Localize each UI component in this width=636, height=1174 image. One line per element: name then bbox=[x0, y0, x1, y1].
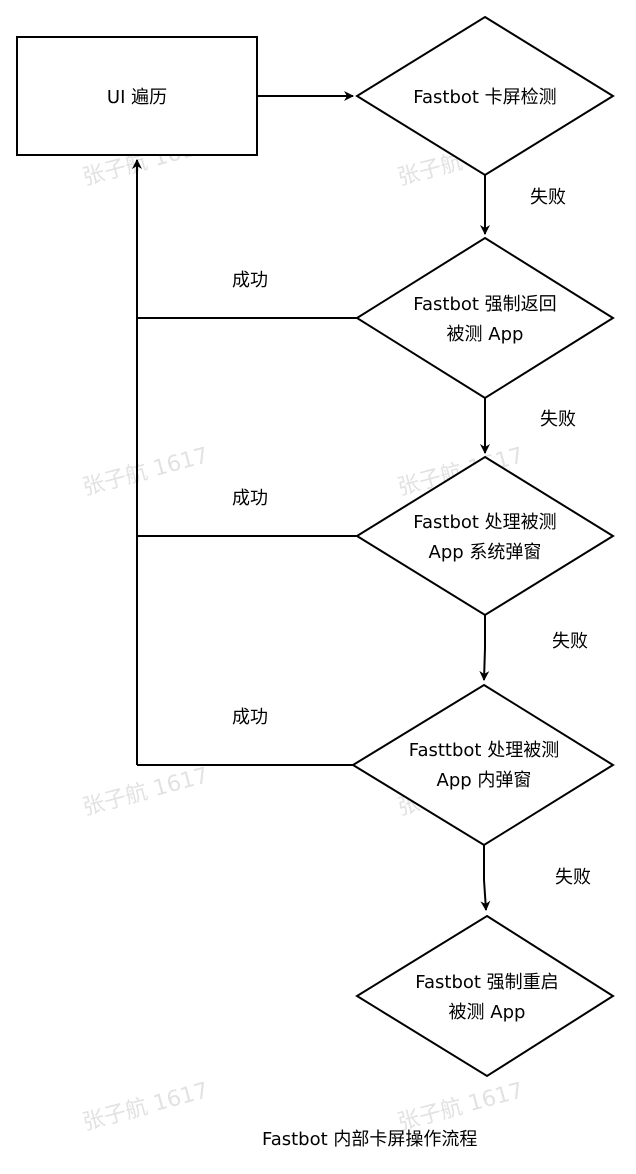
force-back-diamond bbox=[355, 236, 615, 400]
edge-label-fail-2: 失败 bbox=[540, 409, 576, 430]
sys-popup-label-line2: App 系统弹窗 bbox=[429, 542, 542, 563]
restart-label-line1: Fastbot 强制重启 bbox=[415, 972, 558, 993]
edge-label-fail-4: 失败 bbox=[555, 867, 591, 888]
watermark: 张子航 1617 bbox=[395, 1078, 526, 1136]
diagram-caption: Fastbot 内部卡屏操作流程 bbox=[262, 1129, 477, 1150]
force-back-label-line2: 被测 App bbox=[447, 324, 524, 345]
inner-popup-label-line2: App 内弹窗 bbox=[437, 770, 532, 791]
watermark: 张子航 1617 bbox=[80, 763, 211, 821]
edge-label-success-2: 成功 bbox=[232, 488, 268, 509]
stuck-detect-label: Fastbot 卡屏检测 bbox=[413, 87, 556, 108]
edge-label-fail-1: 失败 bbox=[530, 187, 566, 208]
ui-traverse-box bbox=[16, 36, 258, 156]
restart-diamond bbox=[355, 914, 615, 1078]
watermark: 张子航 1617 bbox=[80, 1078, 211, 1136]
inner-popup-label-line1: Fasttbot 处理被测 bbox=[409, 740, 559, 761]
edge-label-fail-3: 失败 bbox=[552, 631, 588, 652]
watermark: 张子航 1617 bbox=[80, 443, 211, 501]
inner-popup-diamond bbox=[351, 683, 615, 847]
restart-label-line2: 被测 App bbox=[449, 1002, 526, 1023]
force-back-label-line1: Fastbot 强制返回 bbox=[413, 294, 556, 315]
edge-inner-to-restart bbox=[480, 845, 491, 911]
ui-traverse-label: UI 遍历 bbox=[107, 87, 167, 108]
edge-sys-to-inner bbox=[479, 615, 490, 681]
edge-label-success-1: 成功 bbox=[232, 270, 268, 291]
sys-popup-label-line1: Fastbot 处理被测 bbox=[413, 512, 556, 533]
edge-label-success-3: 成功 bbox=[232, 707, 268, 728]
